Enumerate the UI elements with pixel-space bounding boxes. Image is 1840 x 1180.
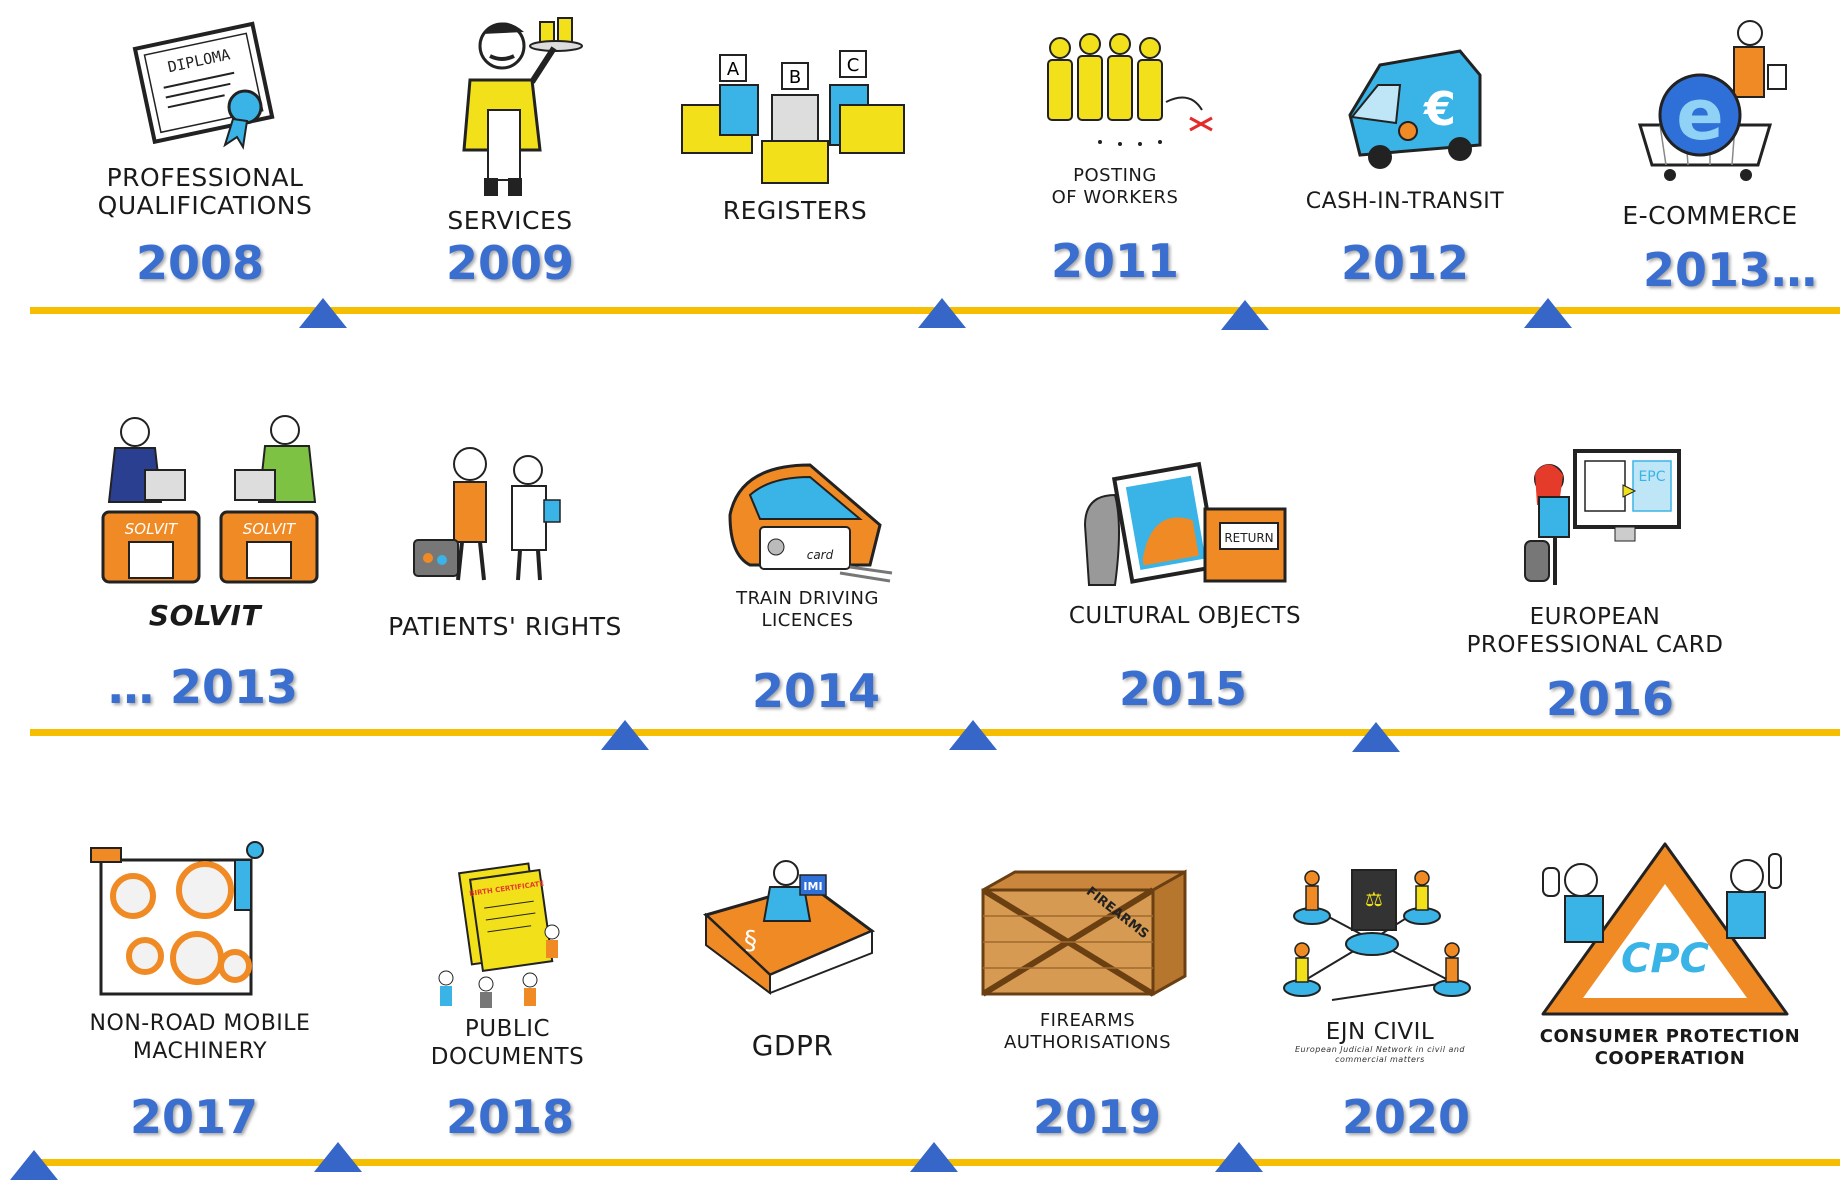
timeline-marker — [918, 298, 966, 328]
label-consumer-protection-cooperation: CONSUMER PROTECTION COOPERATION — [1539, 1026, 1801, 1069]
gears-machinery-icon — [85, 840, 280, 1000]
svg-text:€: € — [1423, 82, 1456, 136]
label-cultural-objects: CULTURAL OBJECTS — [1068, 603, 1302, 629]
label-gdpr: GDPR — [751, 1029, 834, 1062]
timeline-line-row-2 — [30, 729, 1840, 736]
year-2018: 2018 — [446, 1090, 575, 1144]
year-2013-end: … 2013 — [108, 660, 299, 714]
label-solvit: SOLVIT — [148, 599, 262, 632]
warning-triangle-icon: CPC — [1535, 838, 1795, 1018]
svg-text:CPC: CPC — [1621, 936, 1709, 982]
year-2012: 2012 — [1341, 236, 1470, 290]
year-2015: 2015 — [1119, 662, 1248, 716]
label-ejn-civil: EJN CIVIL — [1325, 1019, 1435, 1045]
svg-text:card: card — [807, 548, 834, 562]
crate-icon: FIREARMS — [975, 868, 1210, 998]
svg-text:C: C — [847, 55, 860, 76]
timeline-marker — [1215, 1142, 1263, 1172]
svg-text:e: e — [1676, 74, 1723, 156]
svg-text:SOLVIT: SOLVIT — [243, 520, 297, 538]
patient-doctor-icon — [410, 440, 580, 590]
year-2009: 2009 — [446, 236, 575, 290]
timeline-marker — [910, 1142, 958, 1172]
label-services: SERVICES — [447, 206, 573, 235]
svg-text:EPC: EPC — [1638, 469, 1665, 485]
van-icon: € — [1340, 45, 1490, 175]
svg-text:§: § — [744, 926, 757, 956]
label-public-documents: PUBLIC DOCUMENTS — [430, 1016, 585, 1070]
svg-text:B: B — [789, 67, 801, 88]
year-2008: 2008 — [136, 236, 265, 290]
label-registers: REGISTERS — [722, 196, 868, 225]
certificates-icon: BIRTH CERTIFICATE — [430, 860, 565, 1010]
year-2011: 2011 — [1051, 234, 1180, 288]
timeline-marker — [949, 720, 997, 750]
label-posting-of-workers: POSTING OF WORKERS — [1051, 165, 1179, 208]
year-2014: 2014 — [752, 664, 881, 718]
book-icon: § IMI — [700, 845, 880, 995]
svg-text:RETURN: RETURN — [1224, 531, 1273, 545]
waiter-icon — [440, 10, 590, 200]
train-icon: card — [720, 455, 895, 585]
label-european-professional-card: EUROPEAN PROFESSIONAL CARD — [1466, 604, 1724, 658]
year-2020: 2020 — [1342, 1090, 1471, 1144]
timeline-marker — [10, 1150, 58, 1180]
timeline-marker — [1221, 300, 1269, 330]
diploma-icon: DIPLOMA — [125, 15, 285, 150]
label-cash-in-transit: CASH-IN-TRANSIT — [1305, 189, 1505, 214]
timeline-marker — [299, 298, 347, 328]
workers-icon — [1040, 30, 1220, 150]
timeline-marker — [1524, 298, 1572, 328]
label-firearms-authorisations: FIREARMS AUTHORISATIONS — [1003, 1010, 1172, 1053]
network-icon: ⚖ — [1272, 860, 1492, 1020]
label-train-driving-licences: TRAIN DRIVING LICENCES — [736, 588, 879, 631]
painting-return-icon: RETURN — [1075, 461, 1290, 590]
label-professional-qualifications: PROFESSIONAL QUALIFICATIONS — [97, 163, 313, 220]
timeline-marker — [314, 1142, 362, 1172]
label-ejn-civil-subtitle: European Judicial Network in civil and c… — [1294, 1045, 1466, 1064]
label-patients-rights: PATIENTS' RIGHTS — [388, 612, 622, 641]
year-2019: 2019 — [1033, 1090, 1162, 1144]
timeline-marker — [1352, 722, 1400, 752]
svg-text:⚖: ⚖ — [1365, 887, 1383, 911]
label-non-road-mobile-machinery: NON-ROAD MOBILE MACHINERY — [89, 1011, 311, 1064]
computer-user-icon: EPC — [1515, 445, 1685, 595]
label-e-commerce: E-COMMERCE — [1622, 201, 1798, 230]
svg-text:SOLVIT: SOLVIT — [125, 520, 179, 538]
timeline-marker — [601, 720, 649, 750]
year-2013-start: 2013… — [1643, 243, 1818, 297]
solvit-desks-icon: SOLVIT SOLVIT — [95, 412, 325, 587]
filing-cabinets-icon: A B C — [680, 45, 910, 185]
shopping-cart-icon: e — [1630, 15, 1800, 185]
year-2017: 2017 — [130, 1090, 259, 1144]
svg-text:A: A — [727, 59, 740, 80]
year-2016: 2016 — [1546, 672, 1675, 726]
svg-text:IMI: IMI — [803, 880, 822, 893]
